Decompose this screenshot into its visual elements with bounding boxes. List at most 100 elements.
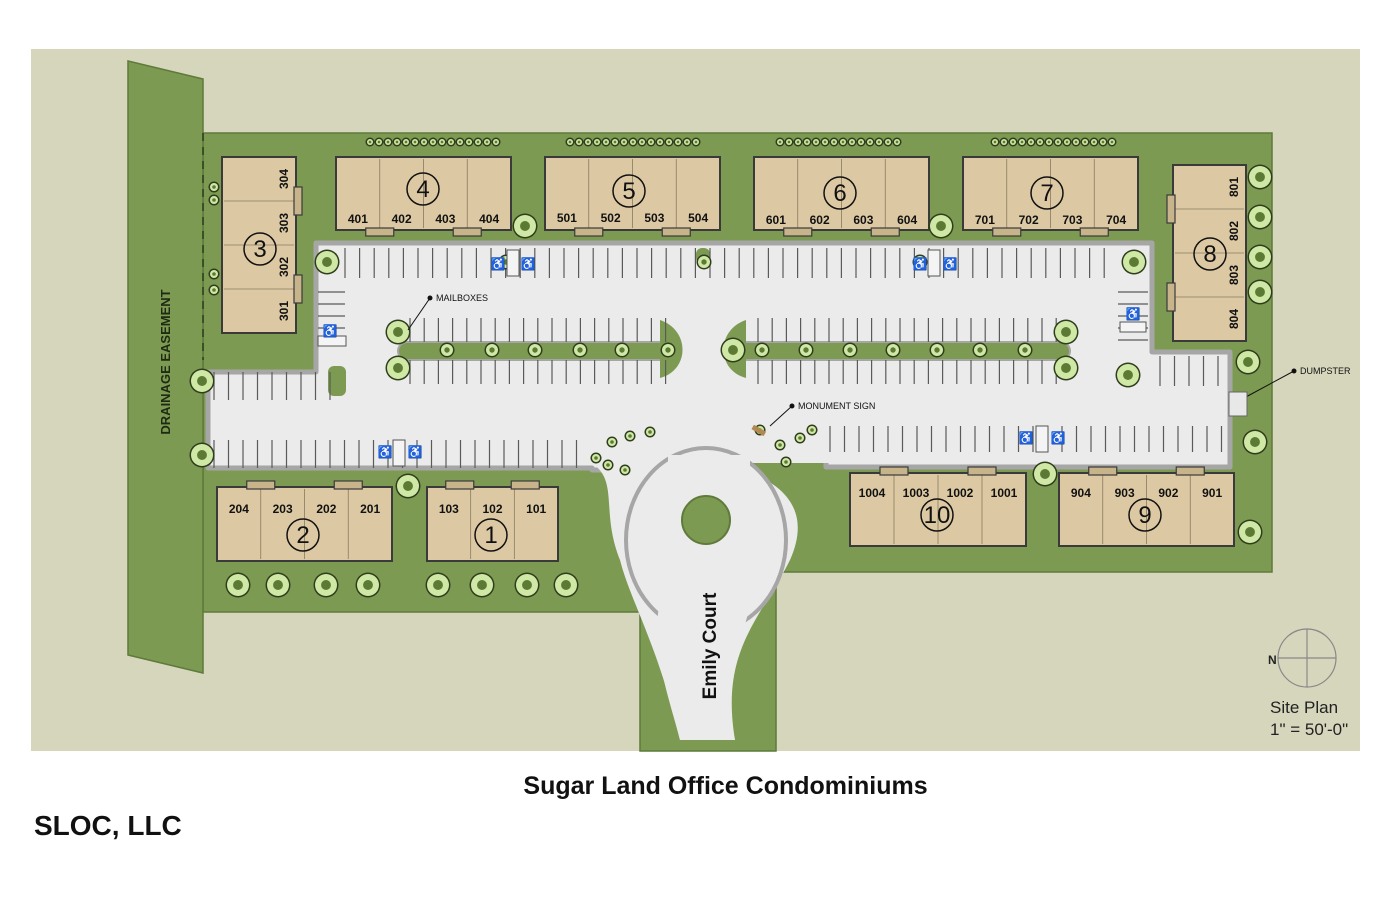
unit-label: 503 bbox=[644, 211, 664, 225]
parking-stripes bbox=[213, 248, 1223, 468]
tree bbox=[491, 137, 501, 147]
porch bbox=[445, 480, 475, 490]
tree bbox=[410, 137, 420, 147]
unit-label: 904 bbox=[1071, 486, 1091, 500]
building-number-circle bbox=[286, 518, 320, 552]
tree bbox=[1080, 137, 1090, 147]
tree bbox=[590, 452, 602, 464]
unit-label: 902 bbox=[1158, 486, 1178, 500]
tree bbox=[574, 137, 584, 147]
tree bbox=[428, 137, 438, 147]
tree bbox=[691, 137, 701, 147]
tree bbox=[314, 249, 340, 275]
project-title: Sugar Land Office Condominiums bbox=[523, 772, 928, 800]
unit-label: 502 bbox=[601, 211, 621, 225]
unit-label: 204 bbox=[229, 502, 249, 516]
porch bbox=[1079, 227, 1109, 237]
tree bbox=[455, 137, 465, 147]
building-number-circle bbox=[243, 232, 277, 266]
north-label: N bbox=[1268, 653, 1277, 667]
porch bbox=[365, 227, 395, 237]
tree bbox=[865, 137, 875, 147]
building-number: 9 bbox=[1138, 502, 1151, 529]
tree bbox=[1053, 355, 1079, 381]
tree bbox=[774, 439, 786, 451]
unit-label: 102 bbox=[482, 502, 502, 516]
tree bbox=[583, 137, 593, 147]
tree bbox=[912, 254, 928, 270]
building-number-circle bbox=[1193, 237, 1227, 271]
tree bbox=[874, 137, 884, 147]
tree bbox=[1107, 137, 1117, 147]
building-number-circle bbox=[920, 498, 954, 532]
tree bbox=[673, 137, 683, 147]
tree bbox=[189, 368, 215, 394]
tree bbox=[437, 137, 447, 147]
porch bbox=[1166, 282, 1176, 312]
tree bbox=[439, 342, 455, 358]
tree bbox=[482, 137, 492, 147]
accessible-aisle bbox=[1035, 425, 1049, 453]
tree bbox=[601, 137, 611, 147]
building-number-circle bbox=[474, 518, 508, 552]
building-number-circle bbox=[612, 174, 646, 208]
drainage-easement-strip bbox=[127, 60, 204, 674]
tree bbox=[646, 137, 656, 147]
accessible-parking-icon: ♿ bbox=[491, 257, 506, 271]
tree bbox=[644, 426, 656, 438]
unit-label: 1004 bbox=[859, 486, 886, 500]
tree bbox=[798, 342, 814, 358]
building-number: 2 bbox=[296, 522, 309, 549]
tree bbox=[856, 137, 866, 147]
tree bbox=[637, 137, 647, 147]
tree bbox=[1242, 429, 1268, 455]
building-number: 3 bbox=[253, 236, 266, 263]
tree bbox=[383, 137, 393, 147]
tree bbox=[802, 137, 812, 147]
unit-label: 801 bbox=[1227, 177, 1241, 197]
tree bbox=[1235, 349, 1261, 375]
tree bbox=[655, 137, 665, 147]
tree bbox=[1247, 164, 1273, 190]
tree bbox=[484, 342, 500, 358]
tree bbox=[469, 572, 495, 598]
tree bbox=[1053, 137, 1063, 147]
unit-label: 501 bbox=[557, 211, 577, 225]
tree bbox=[614, 342, 630, 358]
roundabout-island bbox=[681, 495, 731, 545]
tree bbox=[401, 137, 411, 147]
unit-label: 201 bbox=[360, 502, 380, 516]
porch bbox=[293, 274, 303, 304]
unit-label: 404 bbox=[479, 212, 499, 226]
building-number-circle bbox=[823, 176, 857, 210]
accessible-parking-icon: ♿ bbox=[521, 257, 536, 271]
tree bbox=[885, 342, 901, 358]
building-number: 7 bbox=[1040, 180, 1053, 207]
tree bbox=[842, 342, 858, 358]
monument-sign-label: MONUMENT SIGN bbox=[798, 401, 875, 411]
tree bbox=[1008, 137, 1018, 147]
tree bbox=[1032, 461, 1058, 487]
mailboxes-label: MAILBOXES bbox=[436, 293, 488, 303]
tree bbox=[189, 442, 215, 468]
accessible-parking-icon: ♿ bbox=[408, 445, 423, 459]
accessible-aisle bbox=[927, 249, 941, 277]
tree bbox=[514, 572, 540, 598]
accessible-aisle bbox=[506, 249, 520, 277]
accessible-aisle bbox=[317, 335, 347, 347]
dumpster-callout: DUMPSTER bbox=[1228, 366, 1351, 417]
tree bbox=[1247, 204, 1273, 230]
emily-court-road bbox=[590, 446, 798, 740]
porch bbox=[783, 227, 813, 237]
tree bbox=[793, 137, 803, 147]
tree bbox=[425, 572, 451, 598]
unit-label: 1002 bbox=[947, 486, 974, 500]
monument-sign bbox=[751, 424, 767, 437]
drainage-easement-label: DRAINAGE EASEMENT bbox=[158, 289, 173, 434]
porch bbox=[333, 480, 363, 490]
tree bbox=[512, 213, 538, 239]
